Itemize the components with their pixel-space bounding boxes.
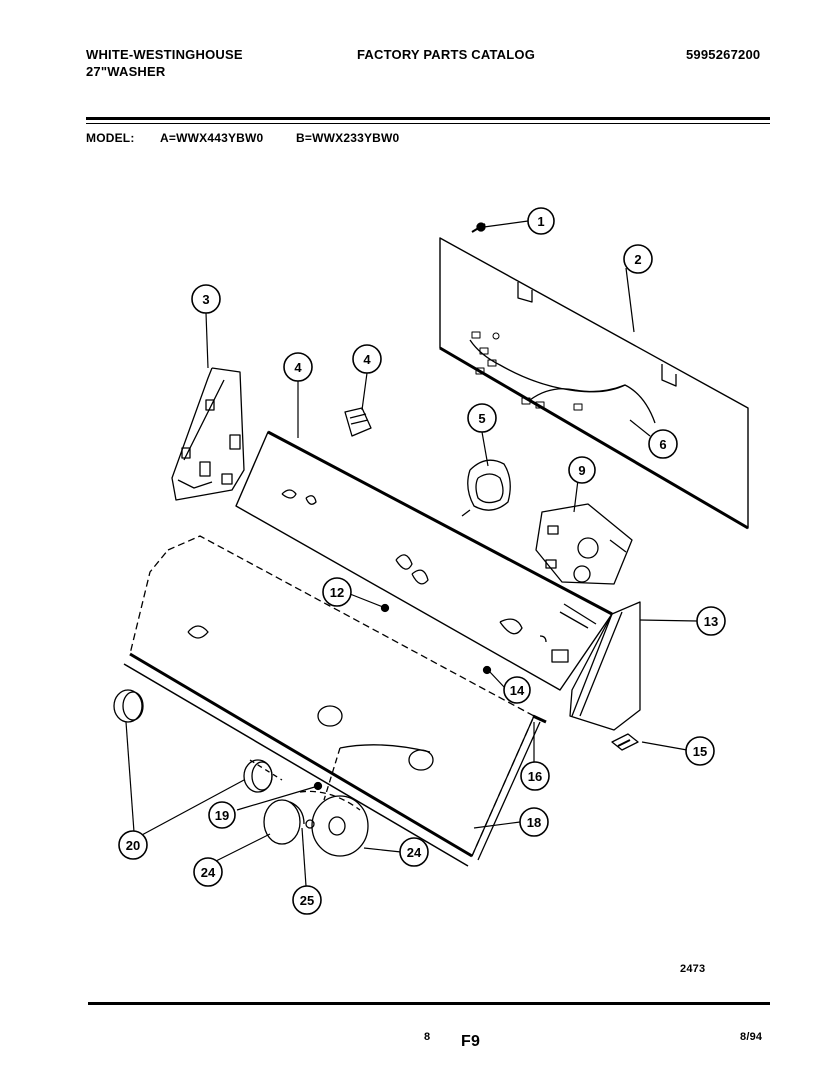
brand-name: WHITE-WESTINGHOUSE — [86, 47, 243, 62]
screw-6-part — [380, 603, 390, 613]
model-a: A=WWX443YBW0 — [160, 131, 264, 145]
callout-5: 5 — [467, 403, 497, 433]
callout-6: 12 — [322, 577, 352, 607]
back-panel-part — [439, 237, 749, 530]
svg-text:9: 9 — [578, 463, 585, 478]
svg-text:19: 19 — [215, 808, 229, 823]
svg-text:3: 3 — [202, 292, 209, 307]
screw-14-part — [532, 714, 547, 724]
console-panel-part — [123, 535, 541, 867]
callout-2: 1 — [527, 207, 555, 235]
svg-text:24: 24 — [201, 865, 216, 880]
block-part — [344, 407, 372, 437]
screw-part — [471, 222, 486, 233]
svg-text:25: 25 — [300, 893, 314, 908]
callout-9: 4 — [352, 344, 382, 374]
knob-16-part — [263, 799, 305, 845]
catalog-date: 8/94 — [740, 1031, 763, 1043]
svg-text:1: 1 — [537, 214, 544, 229]
callout-14: 16 — [520, 761, 550, 791]
svg-text:6: 6 — [659, 437, 666, 452]
svg-text:12: 12 — [330, 585, 344, 600]
diagram-ref-code: 2473 — [680, 963, 706, 975]
model-label: MODEL: — [86, 131, 135, 145]
callout-20: 6 — [648, 429, 678, 459]
control-panel-part — [235, 430, 613, 691]
timer-part — [535, 503, 633, 585]
end-cap-part — [569, 601, 641, 731]
callout-19: 4 — [283, 352, 313, 382]
leader-lines — [125, 220, 698, 887]
callout-3: 9 — [568, 456, 596, 484]
callout-24-left: 20 — [118, 830, 148, 860]
callout-4-lower: 19 — [208, 801, 236, 829]
svg-text:4: 4 — [363, 352, 371, 367]
dial-part — [299, 790, 369, 857]
header-rule-thin — [86, 123, 770, 124]
callout-4-upper: 14 — [503, 676, 531, 704]
footer-rule — [88, 1002, 770, 1005]
knob-24-part — [113, 689, 283, 793]
washer-part — [305, 819, 315, 829]
svg-text:2: 2 — [634, 252, 641, 267]
svg-text:15: 15 — [693, 744, 707, 759]
callout-26: 15 — [685, 736, 715, 766]
svg-text:16: 16 — [528, 769, 542, 784]
section-code: F9 — [461, 1033, 481, 1050]
callout-13: 13 — [696, 606, 726, 636]
callout-1: 2 — [623, 244, 653, 274]
svg-text:4: 4 — [294, 360, 302, 375]
callout-15: 24 — [399, 837, 429, 867]
callout-25: 25 — [292, 885, 322, 915]
header-rule-thick — [86, 117, 770, 120]
svg-text:18: 18 — [527, 815, 541, 830]
clip-part — [611, 733, 639, 751]
callout-12: 3 — [191, 284, 221, 314]
callout-16: 24 — [193, 857, 223, 887]
selector-switch-part — [461, 459, 511, 517]
svg-text:20: 20 — [126, 838, 140, 853]
svg-text:5: 5 — [478, 411, 485, 426]
catalog-title: FACTORY PARTS CATALOG — [357, 47, 536, 62]
svg-text:14: 14 — [510, 683, 525, 698]
model-b: B=WWX233YBW0 — [296, 131, 400, 145]
callout-18: 18 — [519, 807, 549, 837]
screw-4-upper-part — [482, 665, 492, 675]
callout-group: 1 2 3 4 4 5 6 9 — [118, 207, 726, 915]
svg-text:13: 13 — [704, 614, 718, 629]
bracket-part — [171, 367, 245, 501]
product-name: 27"WASHER — [86, 64, 166, 79]
catalog-number: 5995267200 — [686, 47, 761, 62]
page-number: 8 — [424, 1031, 431, 1043]
svg-text:24: 24 — [407, 845, 422, 860]
